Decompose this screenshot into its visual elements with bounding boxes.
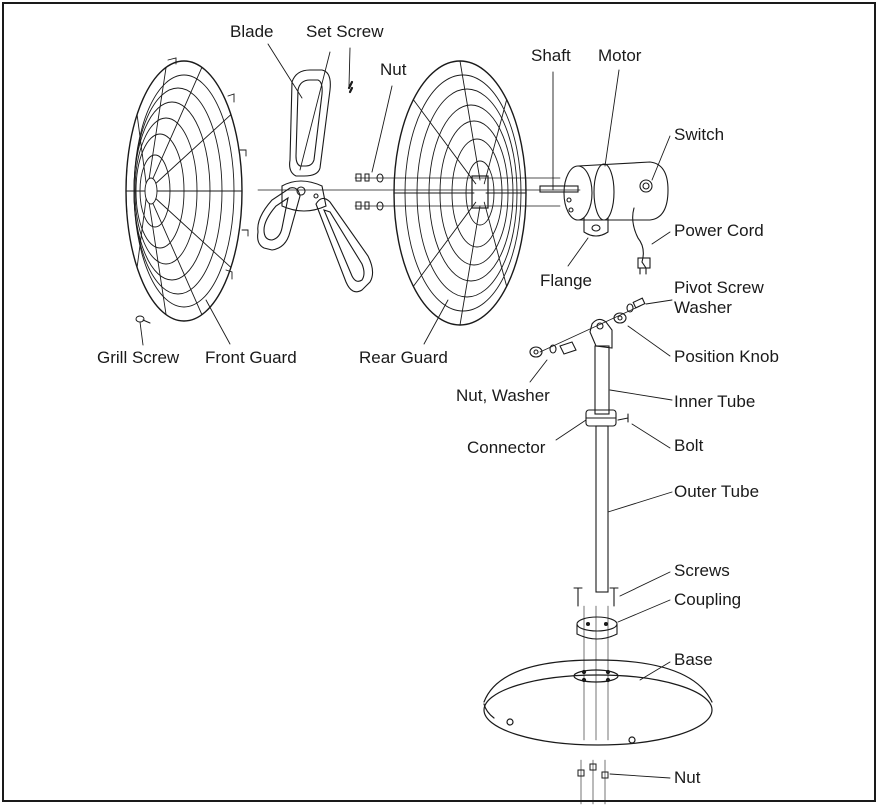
grill-screw-drawing: [135, 315, 151, 324]
guard-spoke: [152, 202, 203, 316]
label-pivot-screw: Pivot Screw: [674, 278, 764, 297]
label-inner-tube: Inner Tube: [674, 392, 756, 411]
set-screw-drawing: [347, 80, 354, 94]
label-outer-tube: Outer Tube: [674, 482, 760, 501]
label-coupling: Coupling: [674, 590, 742, 609]
label-flange: Flange: [540, 271, 592, 290]
label-nut-washer: Nut, Washer: [456, 386, 550, 405]
label-front-guard: Front Guard: [205, 348, 297, 367]
blade-drawing: [257, 69, 374, 293]
guard-spoke: [459, 60, 481, 181]
label-washer: Washer: [674, 298, 732, 317]
guard-spoke: [155, 114, 232, 184]
label-grill-screw: Grill Screw: [97, 348, 180, 367]
guard-spoke: [483, 201, 508, 287]
label-nut-bottom: Nut: [674, 768, 701, 787]
guard-spoke: [152, 66, 203, 180]
front-guard-drawing: [125, 57, 249, 322]
motor-drawing: [539, 161, 669, 275]
guard-spoke: [136, 114, 147, 184]
guard-spoke: [459, 205, 481, 326]
label-switch: Switch: [674, 125, 725, 144]
guard-spoke: [412, 99, 477, 185]
leader-lines: [139, 43, 673, 779]
label-power-cord: Power Cord: [674, 221, 764, 240]
bottom-nuts-drawing: [577, 759, 609, 805]
base-drawing: [483, 659, 713, 746]
label-bolt: Bolt: [674, 436, 704, 455]
label-set-screw: Set Screw: [306, 22, 384, 41]
rear-guard-drawing: [393, 60, 527, 326]
label-blade: Blade: [230, 22, 274, 41]
label-motor: Motor: [598, 46, 642, 65]
guard-spoke: [136, 198, 147, 268]
label-base: Base: [674, 650, 713, 669]
label-nut-top: Nut: [380, 60, 407, 79]
guard-spoke: [148, 66, 167, 180]
guard-spoke: [155, 198, 232, 268]
guard-spoke: [412, 201, 477, 287]
label-shaft: Shaft: [531, 46, 571, 65]
guard-spoke: [483, 99, 508, 185]
label-position-knob: Position Knob: [674, 347, 779, 366]
label-rear-guard: Rear Guard: [359, 348, 448, 367]
pivot-assembly-drawing: [529, 297, 646, 741]
guard-spoke: [148, 202, 167, 316]
label-screws: Screws: [674, 561, 730, 580]
blade-nuts-drawing: [355, 173, 384, 211]
label-connector: Connector: [467, 438, 546, 457]
